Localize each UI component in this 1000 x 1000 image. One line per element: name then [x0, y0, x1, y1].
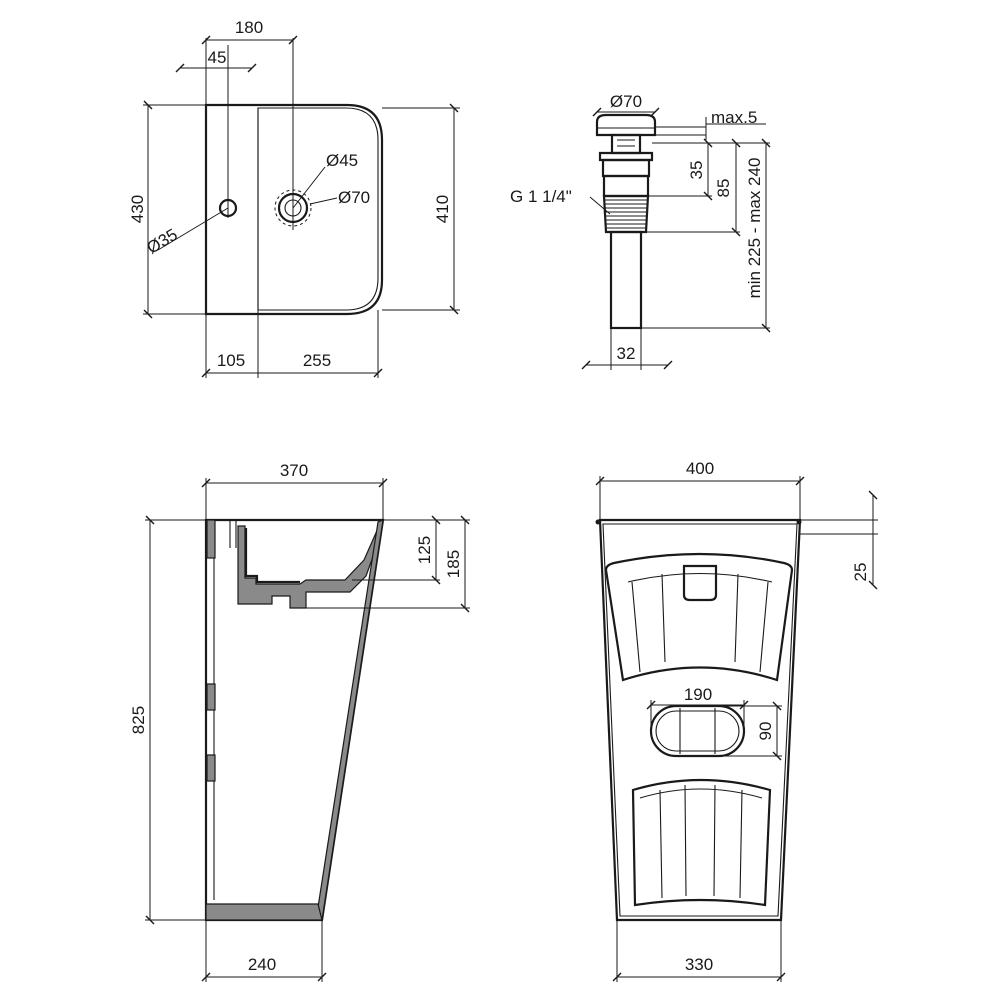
- upper-recess: [604, 552, 794, 682]
- side-top-label: 370: [280, 461, 308, 480]
- side-height-label: 825: [129, 706, 148, 734]
- leader-35: [157, 207, 229, 251]
- front-top-label: 400: [686, 459, 714, 478]
- dim-255-label: 255: [303, 351, 331, 370]
- drain-cap: [595, 113, 657, 137]
- front-outer-profile: [598, 518, 802, 922]
- drain-pipe-label: 32: [617, 344, 636, 363]
- dim-35-label: Ø35: [143, 225, 180, 258]
- dim-70-diam-label: Ø70: [338, 188, 370, 207]
- drain-nut: [602, 174, 650, 198]
- fixing-point-right: [796, 519, 802, 525]
- service-opening: [649, 704, 746, 758]
- dim-180-label: 180: [235, 18, 263, 37]
- leader-thread: [589, 196, 611, 215]
- leader-45: [292, 166, 326, 209]
- dim-430-label: 430: [128, 195, 147, 223]
- lower-recess: [631, 778, 772, 907]
- wall-bracket-low: [206, 754, 216, 782]
- recess-rim: [627, 573, 773, 583]
- drain-block: [682, 564, 718, 602]
- dim-45-diam-label: Ø45: [326, 151, 358, 170]
- recess-ribs: [631, 573, 769, 673]
- drain-view: Ø70 max.5 35 85 min 225 - max 240 G 1 1/…: [510, 92, 771, 370]
- drain-85-label: 85: [714, 179, 733, 198]
- side-185-label: 185: [444, 550, 463, 578]
- drain-range-label: min 225 - max 240: [745, 158, 764, 299]
- thread-lines: [605, 199, 647, 229]
- opening-inner: [655, 710, 740, 752]
- lower-rim: [639, 788, 763, 799]
- bowl-outline: [257, 107, 379, 311]
- dim-105-label: 105: [217, 351, 245, 370]
- side-view: 370 825 125 185 240: [129, 461, 470, 982]
- dim-410-label: 410: [433, 195, 452, 223]
- wall-bracket-top: [206, 519, 216, 559]
- drain-pipe: [609, 230, 643, 330]
- side-base-label: 240: [248, 955, 276, 974]
- front-25-label: 25: [851, 563, 870, 582]
- front-opening-h-label: 90: [756, 722, 775, 741]
- fixing-point-left: [595, 519, 601, 525]
- drain-max-label: max.5: [711, 108, 757, 127]
- top-view: 180 45 430 410 Ø35 Ø45 Ø70 105 255: [128, 18, 460, 378]
- drain-thread: [602, 194, 650, 234]
- drain-cap-label: Ø70: [610, 92, 642, 111]
- side-125-label: 125: [415, 536, 434, 564]
- drain-body-upper: [601, 158, 651, 178]
- drain-flange: [598, 151, 654, 162]
- basin-outline: [204, 103, 384, 316]
- base-section: [205, 903, 323, 921]
- basin-section: [237, 519, 384, 609]
- dim-45-label: 45: [208, 48, 227, 67]
- drain-35-label: 35: [687, 161, 706, 180]
- drain-stem: [610, 133, 642, 155]
- front-inner-profile: [602, 523, 798, 917]
- drain-thread-label: G 1 1/4": [510, 187, 572, 206]
- front-base-label: 330: [685, 955, 713, 974]
- front-view: 400 25 190 90 330: [595, 459, 878, 982]
- front-opening-w-label: 190: [684, 685, 712, 704]
- bowl-inner-line: [244, 528, 300, 584]
- wall-bracket-mid: [206, 683, 216, 711]
- leader-70: [309, 197, 338, 205]
- lower-ribs: [659, 784, 743, 899]
